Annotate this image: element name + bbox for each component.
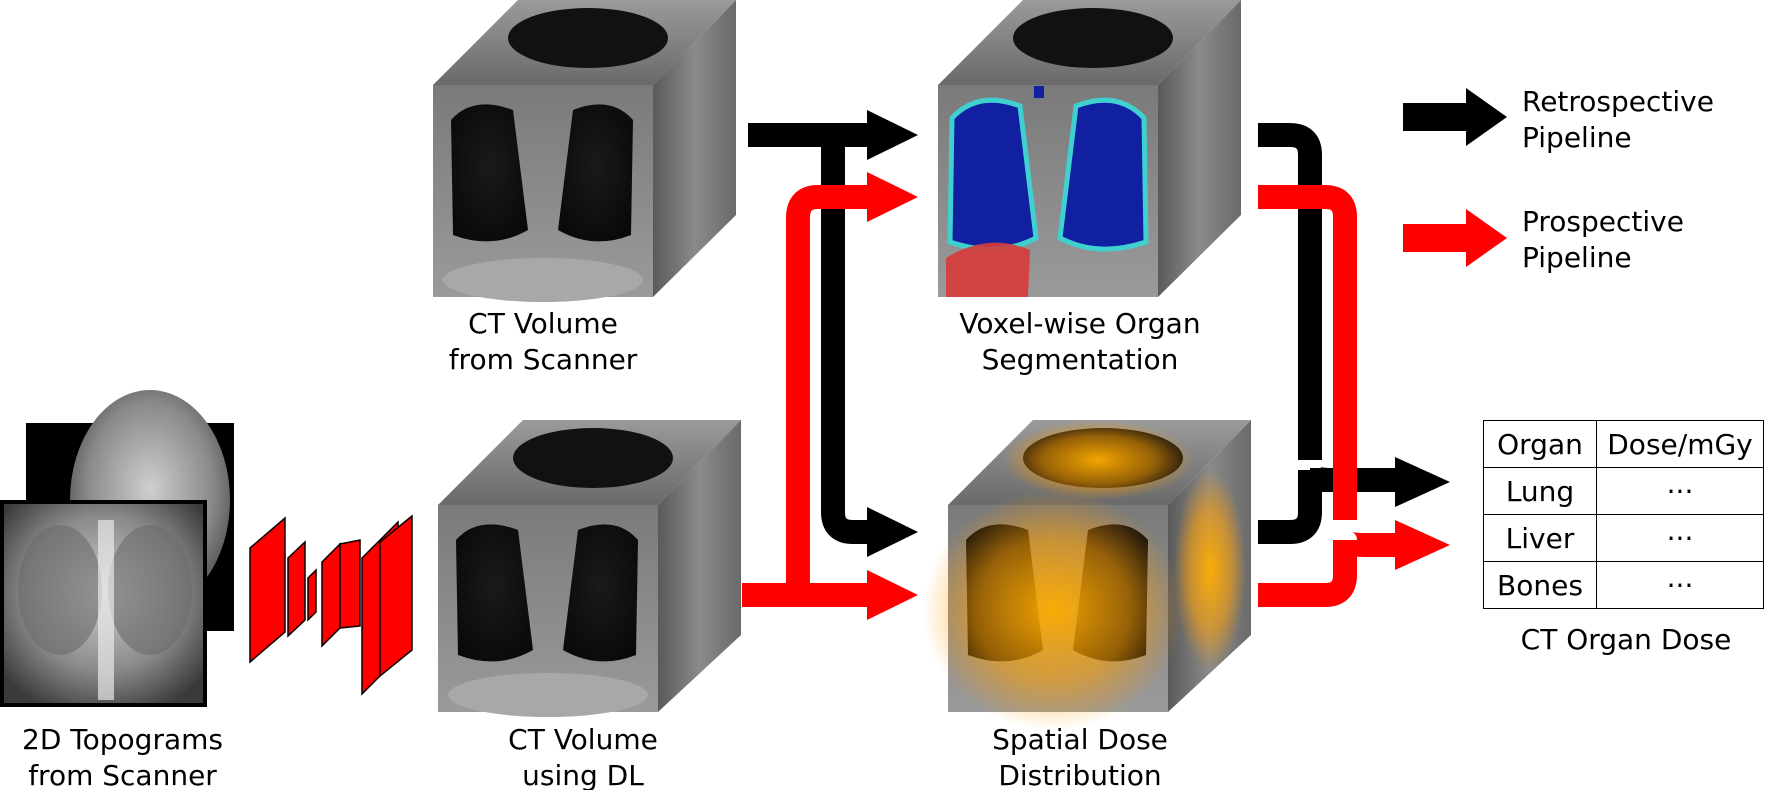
dose-glow-front [923,490,1183,730]
retro-arrow-to-table-head [1395,457,1450,507]
cube-front-abdomen [448,673,648,717]
legend-retrospective-line2: Pipeline [1522,121,1632,154]
prospective-arrows [742,172,1450,620]
pro-join-dose [1258,531,1400,607]
cube-top-lungs [513,428,673,488]
retro-arrow-scanner-to-seg-head [867,110,918,160]
organ-dose-caption: CT Organ Dose [1520,623,1732,656]
cube-side-face [1158,0,1241,297]
table-row: Lung ··· [1483,467,1764,515]
liver-mask [946,242,1030,297]
legend-pro-shaft [1403,224,1468,252]
pro-arrow-dl-to-seg-shaft [786,185,870,595]
ct-scanner-caption: CT Volume from Scanner [433,306,653,378]
cube-front-lung-right [563,524,638,662]
table-header-dose: Dose/mGy [1596,420,1764,468]
segmentation-caption: Voxel-wise Organ Segmentation [930,306,1230,378]
legend-retro-shaft [1403,103,1468,131]
ct-volume-dl-cube [438,420,741,717]
ct-scanner-caption-line2: from Scanner [448,343,638,376]
organ-dose-table: Organ Dose/mGy Lung ··· Liver ··· Bones … [1483,420,1764,609]
table-cell-dose: ··· [1596,514,1764,562]
cube-side-face [658,420,741,712]
legend-prospective-line2: Pipeline [1522,241,1632,274]
cube-front-lung-right [558,104,633,242]
legend-arrows [1403,88,1507,267]
topogram-stack [0,390,234,707]
cube-front-lung-left [451,104,528,242]
legend-retrospective-line1: Retrospective [1522,85,1714,118]
retro-arrow-scanner-to-dose-head [867,507,918,557]
dose-glow-side [1174,470,1246,670]
pro-arrow-dl-to-seg-head [867,172,918,222]
cube-top-lungs [1013,8,1173,68]
table-cell-dose: ··· [1596,561,1764,609]
trachea-mask [1034,86,1044,98]
legend-prospective-line1: Prospective [1522,205,1684,238]
dose-distribution-cube [923,420,1251,730]
table-cell-organ: Liver [1483,514,1597,562]
table-cell-dose: ··· [1596,467,1764,515]
legend-prospective-label: Prospective Pipeline [1522,204,1684,276]
table-row: Bones ··· [1483,561,1764,609]
cube-side-face [653,0,736,297]
lung-mask-left [947,97,1039,252]
legend-pro-head [1466,209,1507,267]
topograms-caption-line1: 2D Topograms [22,723,223,756]
dose-distribution-caption-line1: Spatial Dose [992,723,1168,756]
table-row: Liver ··· [1483,514,1764,562]
topogram-lung-right [108,525,192,655]
topograms-caption-line2: from Scanner [28,759,217,790]
table-cell-organ: Lung [1483,467,1597,515]
segmentation-caption-line1: Voxel-wise Organ [959,307,1201,340]
ct-dl-caption-line2: using DL [522,759,644,790]
ct-dl-caption: CT Volume using DL [468,722,698,790]
dose-distribution-caption-line2: Distribution [998,759,1162,790]
lung-mask-right [1057,97,1149,252]
retro-arrow-scanner-to-dose-shaft [821,135,870,544]
retro-join-seg [1258,123,1322,460]
neural-network-icon [249,514,413,696]
ct-dl-caption-line1: CT Volume [508,723,658,756]
table-cell-organ: Bones [1483,561,1597,609]
dose-distribution-caption: Spatial Dose Distribution [960,722,1200,790]
cube-front-abdomen [443,258,643,302]
table-header-row: Organ Dose/mGy [1483,420,1764,468]
dose-glow-top [1003,420,1193,500]
retrospective-arrows [748,110,1450,557]
pro-arrow-to-table-head [1395,520,1450,570]
legend-retro-head [1466,88,1507,146]
legend-retrospective-label: Retrospective Pipeline [1522,84,1714,156]
ct-scanner-caption-line1: CT Volume [468,307,618,340]
cube-front-lung-left [456,524,533,662]
pro-arrow-dl-to-dose-head [867,570,918,620]
segmentation-cube [938,0,1241,297]
topogram-lung-left [18,525,102,655]
segmentation-caption-line2: Segmentation [981,343,1179,376]
cube-top-lungs [508,8,668,68]
table-header-organ: Organ [1483,420,1597,468]
pro-join-seg [1258,185,1357,520]
topograms-caption: 2D Topograms from Scanner [0,722,245,790]
ct-volume-scanner-cube [433,0,736,302]
topogram-spine [98,520,114,700]
